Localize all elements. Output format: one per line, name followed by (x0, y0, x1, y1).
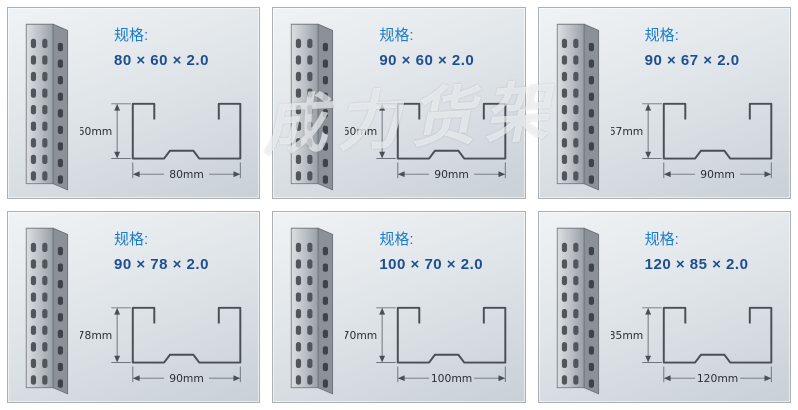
spec-block: 规格: 100 × 70 × 2.0 (379, 228, 483, 278)
spec-block: 规格: 90 × 78 × 2.0 (114, 228, 209, 278)
width-dimension-label: 80mm (169, 168, 204, 181)
profile-diagram: 78mm 90mm (80, 306, 242, 385)
profile-diagram: 85mm 120mm (611, 306, 772, 385)
width-dimension-label: 90mm (700, 168, 735, 181)
spec-block: 规格: 80 × 60 × 2.0 (114, 24, 209, 74)
spec-label: 规格: (114, 231, 149, 248)
profile-diagram: 67mm 90mm (611, 102, 772, 181)
spec-label: 规格: (644, 27, 679, 44)
upright-column-photo (25, 23, 69, 191)
spec-panel-90x78: 规格: 90 × 78 × 2.0 78mm 90mm (7, 211, 261, 403)
height-dimension-label: 67mm (611, 125, 643, 138)
upright-column-photo (25, 227, 69, 395)
height-dimension-label: 60mm (345, 125, 377, 138)
spec-label: 规格: (114, 27, 149, 44)
spec-panel-90x60: 规格: 90 × 60 × 2.0 60mm 90mm (272, 7, 526, 199)
height-dimension-label: 78mm (80, 329, 112, 342)
height-dimension-label: 70mm (345, 329, 377, 342)
width-dimension-label: 120mm (696, 372, 737, 385)
spec-block: 规格: 90 × 60 × 2.0 (379, 24, 474, 74)
spec-panel-90x67: 规格: 90 × 67 × 2.0 67mm 90mm (537, 7, 791, 199)
spec-value: 80 × 60 × 2.0 (114, 51, 209, 69)
upright-column-photo (291, 23, 334, 191)
width-dimension-label: 90mm (169, 372, 204, 385)
spec-block: 规格: 120 × 85 × 2.0 (645, 228, 749, 278)
spec-label: 规格: (379, 231, 414, 248)
spec-block: 规格: 90 × 67 × 2.0 (645, 24, 740, 74)
upright-column-photo (291, 227, 334, 395)
profile-diagram: 60mm 80mm (80, 102, 242, 181)
spec-value: 90 × 78 × 2.0 (114, 255, 209, 273)
height-dimension-label: 85mm (611, 329, 643, 342)
spec-value: 100 × 70 × 2.0 (379, 255, 484, 273)
upright-column-photo (556, 23, 599, 191)
spec-value: 120 × 85 × 2.0 (644, 255, 749, 273)
upright-column-photo (556, 227, 599, 395)
profile-diagram: 60mm 90mm (345, 102, 507, 181)
spec-value: 90 × 60 × 2.0 (379, 51, 475, 69)
spec-panel-120x85: 规格: 120 × 85 × 2.0 85mm 120mm (537, 211, 791, 403)
spec-value: 90 × 67 × 2.0 (644, 51, 740, 69)
profile-diagram: 70mm 100mm (345, 306, 507, 385)
spec-panel-80x60: 规格: 80 × 60 × 2.0 60mm 80mm (7, 7, 261, 199)
spec-label: 规格: (379, 27, 414, 44)
width-dimension-label: 100mm (431, 372, 472, 385)
height-dimension-label: 60mm (80, 125, 112, 138)
width-dimension-label: 90mm (435, 168, 470, 181)
spec-panel-100x70: 规格: 100 × 70 × 2.0 70mm 100mm (272, 211, 526, 403)
spec-label: 规格: (644, 231, 679, 248)
